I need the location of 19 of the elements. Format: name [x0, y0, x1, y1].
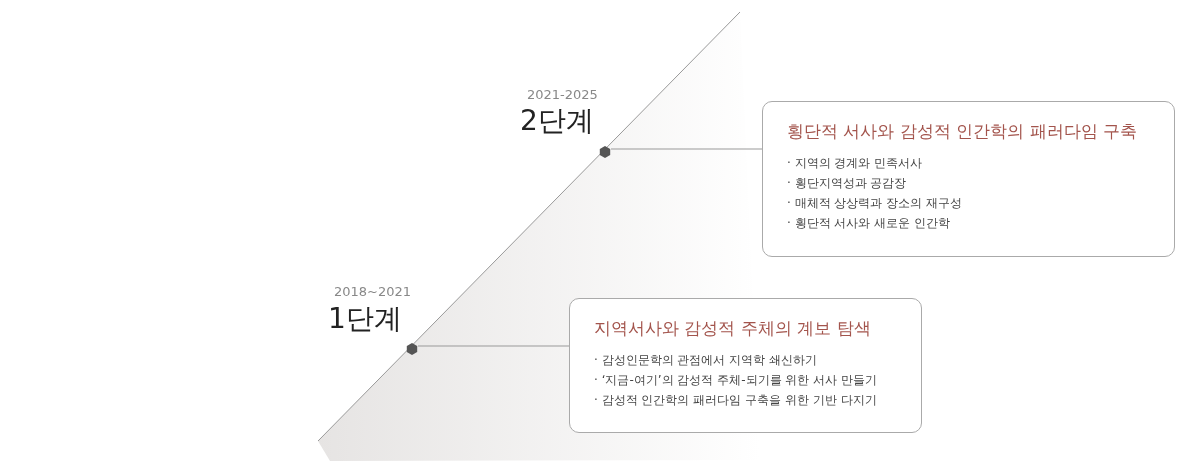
- phase-label: 2단계: [520, 103, 594, 139]
- bullet-item: · 감성인문학의 관점에서 지역학 쇄신하기: [594, 352, 818, 369]
- card-heading: 지역서사와 감성적 주체의 계보 탐색: [594, 317, 871, 340]
- hexagon-marker: [599, 143, 611, 155]
- year-range: 2021-2025: [527, 87, 598, 102]
- year-range: 2018~2021: [334, 284, 412, 299]
- bullet-item: · 횡단지역성과 공감장: [787, 175, 907, 192]
- hexagon-marker: [406, 340, 418, 352]
- phase-label: 1단계: [328, 301, 402, 337]
- connector-line: [417, 345, 570, 347]
- bullet-item: · 감성적 인간학의 패러다임 구축을 위한 기반 다지기: [594, 392, 877, 409]
- card-heading: 횡단적 서사와 감성적 인간학의 패러다임 구축: [787, 120, 1138, 143]
- bullet-item: · 지역의 경계와 민족서사: [787, 155, 923, 172]
- phase-card: [569, 298, 922, 433]
- bullet-item: · ‘지금-여기’의 감성적 주체-되기를 위한 서사 만들기: [594, 372, 877, 389]
- bullet-item: · 매체적 상상력과 장소의 재구성: [787, 195, 963, 212]
- connector-line: [610, 148, 763, 150]
- phase-card: [762, 101, 1175, 257]
- bullet-item: · 횡단적 서사와 새로운 인간학: [787, 215, 951, 232]
